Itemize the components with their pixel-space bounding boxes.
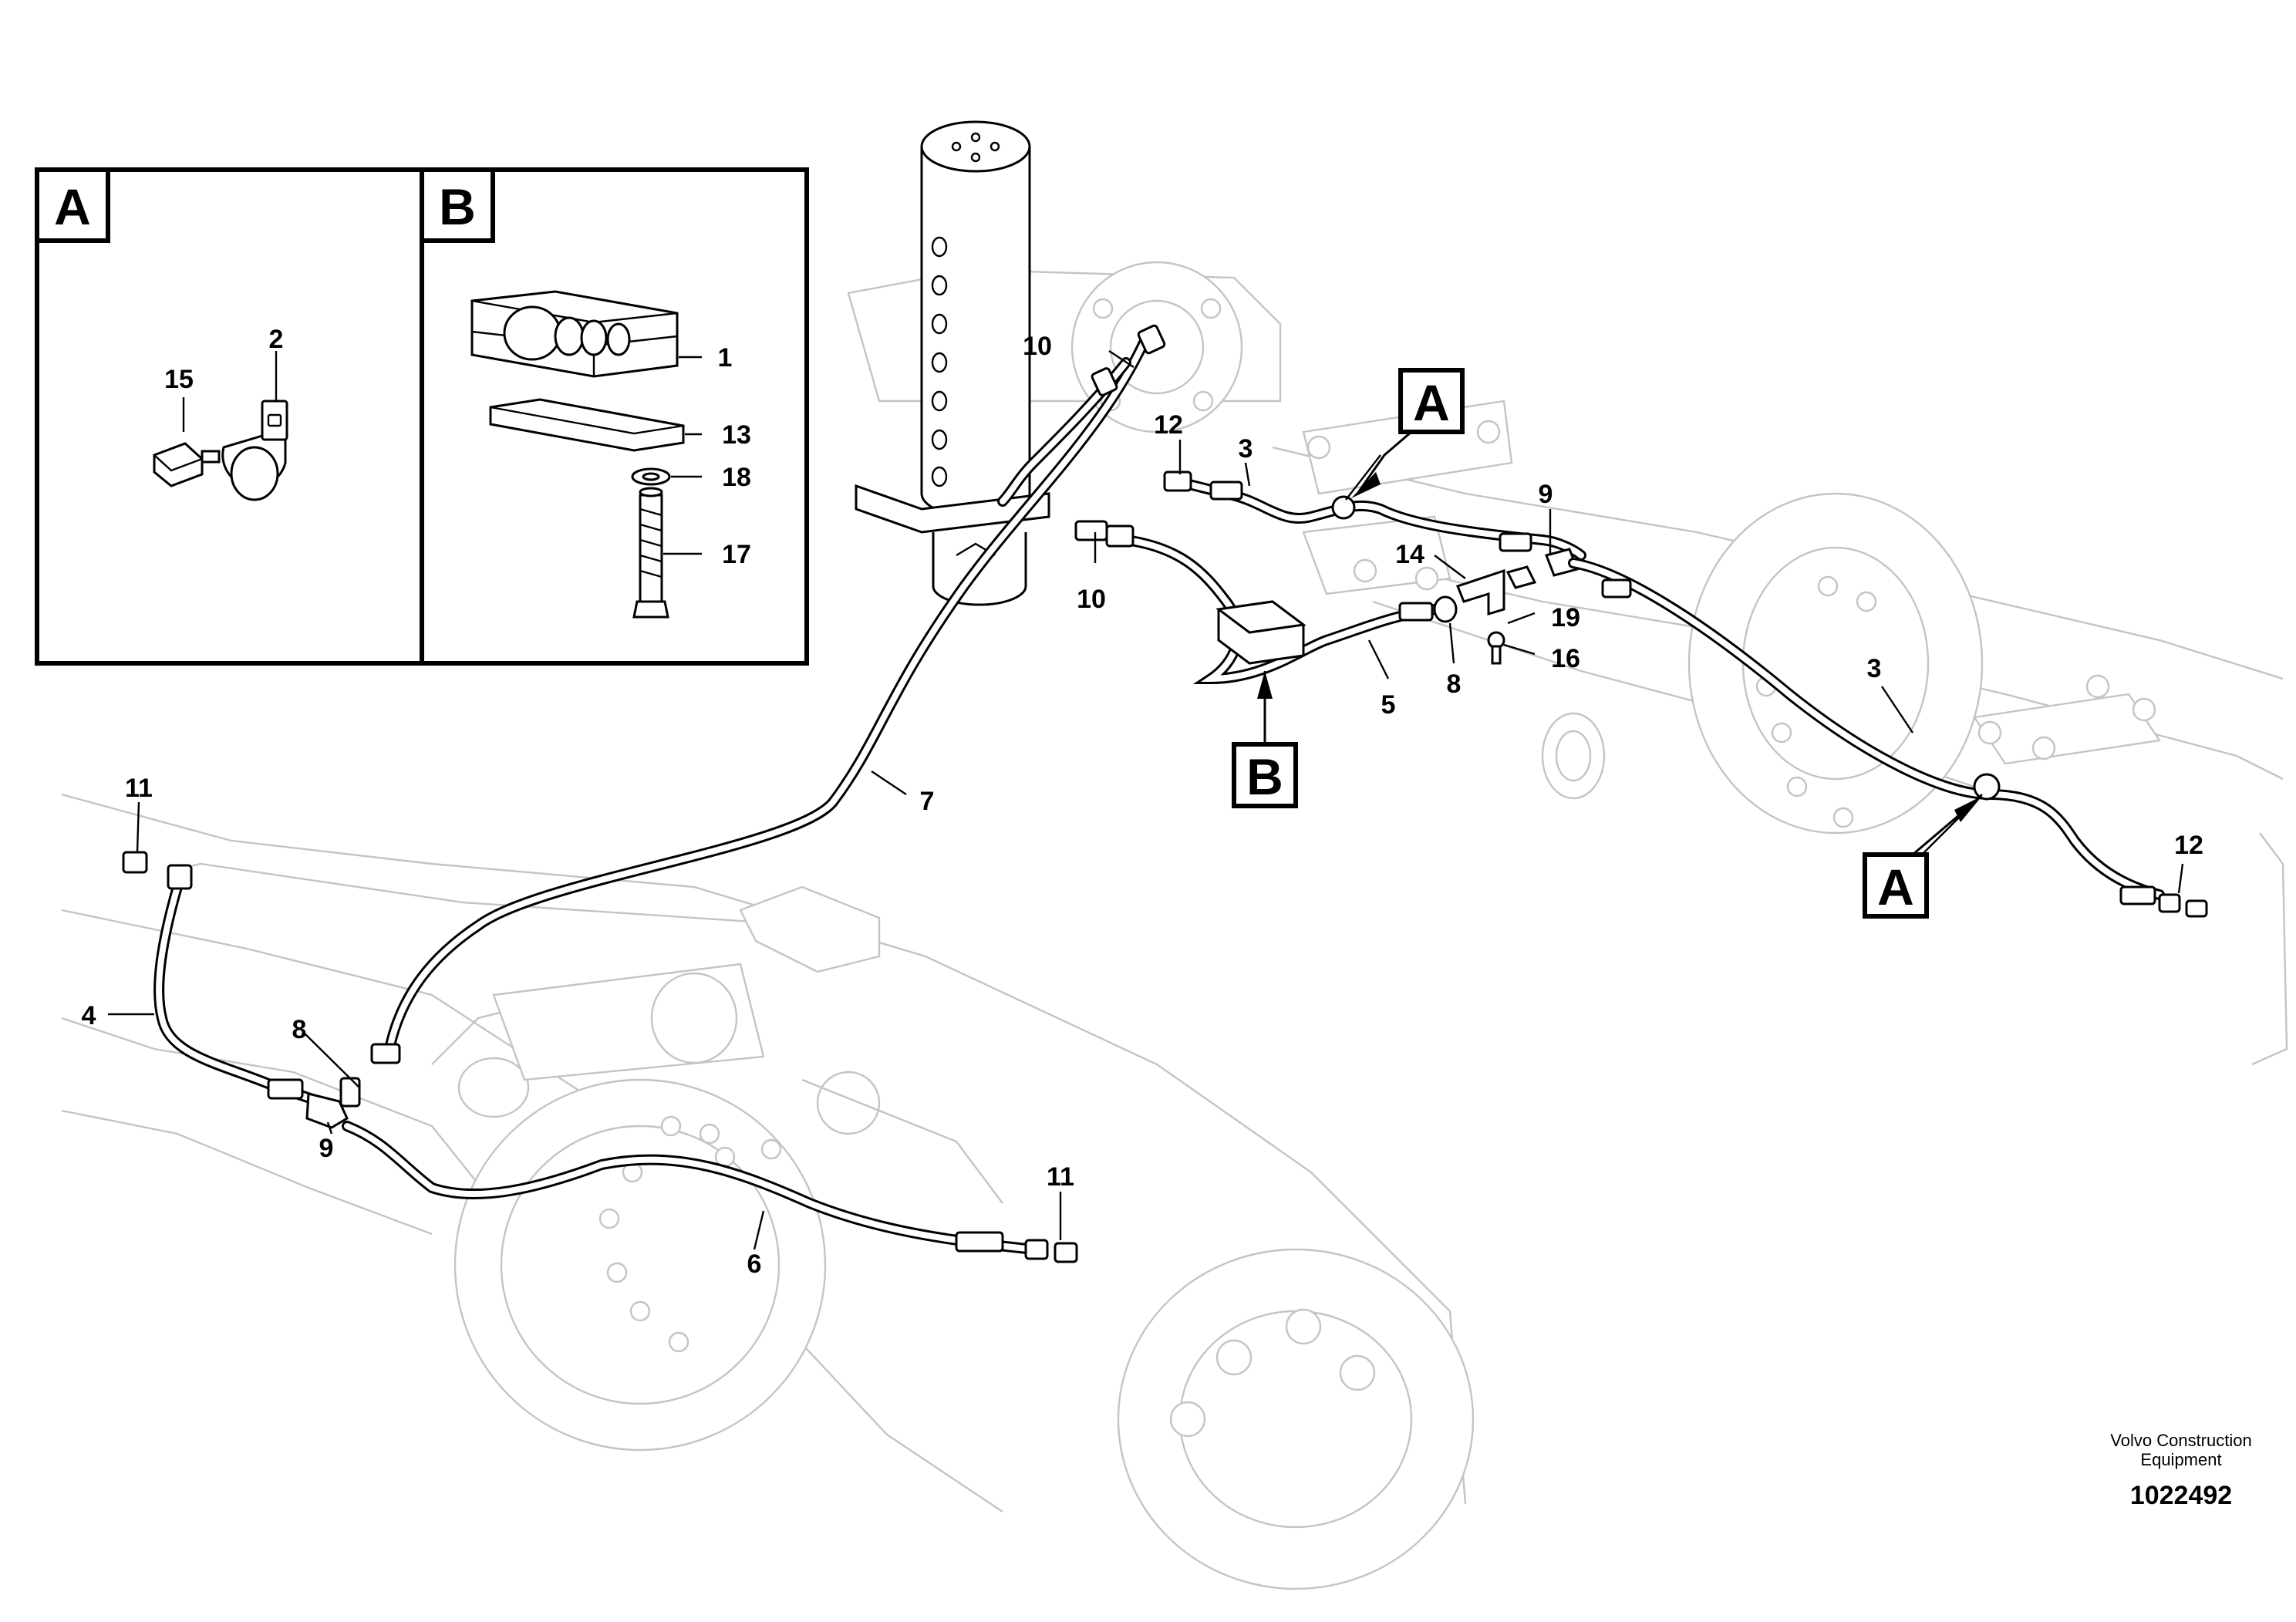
callout-8-right: 8 bbox=[1447, 669, 1462, 699]
callout-9-top: 9 bbox=[1539, 480, 1553, 509]
inset-detail-views: A B bbox=[35, 167, 809, 666]
callout-14: 14 bbox=[1395, 540, 1424, 569]
view-b-marker-label: B bbox=[1246, 748, 1283, 805]
callout-15: 15 bbox=[164, 365, 194, 394]
callout-6: 6 bbox=[747, 1249, 762, 1279]
callout-10-top: 10 bbox=[1023, 332, 1052, 361]
callout-8-left: 8 bbox=[292, 1015, 307, 1044]
callout-3-right: 3 bbox=[1867, 654, 1882, 683]
callout-2: 2 bbox=[269, 325, 284, 354]
callout-4: 4 bbox=[82, 1001, 96, 1030]
callout-1: 1 bbox=[718, 343, 733, 373]
view-a-marker-right bbox=[1863, 852, 1929, 919]
view-a-label: A bbox=[54, 178, 91, 235]
view-a-marker-top-label: A bbox=[1413, 374, 1450, 431]
callout-10-mid: 10 bbox=[1077, 585, 1106, 614]
part-callouts: 10 10 12 3 9 14 19 16 8 5 7 3 12 11 4 8 … bbox=[82, 332, 2203, 1279]
clamp-b-detail bbox=[470, 290, 685, 619]
view-b-tag bbox=[420, 167, 495, 243]
view-markers: A A B bbox=[1232, 368, 1982, 919]
drawing-number: 1022492 bbox=[2130, 1481, 2232, 1510]
callout-18: 18 bbox=[722, 463, 751, 492]
brake-hose-routing bbox=[122, 324, 2208, 1263]
clamp-a-detail bbox=[152, 400, 288, 501]
view-a-marker-right-label: A bbox=[1877, 858, 1914, 916]
callout-12-top: 12 bbox=[1154, 410, 1183, 440]
callout-16: 16 bbox=[1551, 644, 1580, 673]
callout-11-left: 11 bbox=[125, 774, 153, 803]
callout-5: 5 bbox=[1381, 690, 1396, 720]
callout-12-right: 12 bbox=[2174, 831, 2203, 860]
callout-3-top: 3 bbox=[1239, 434, 1253, 464]
view-a-marker-top bbox=[1398, 368, 1465, 434]
callout-13: 13 bbox=[722, 420, 751, 450]
background-axle-assemblies bbox=[61, 261, 2288, 1590]
callout-7: 7 bbox=[920, 787, 935, 816]
callout-19: 19 bbox=[1551, 603, 1580, 632]
title-block: Volvo Construction Equipment 1022492 bbox=[2110, 1431, 2251, 1510]
view-a-tag bbox=[35, 167, 110, 243]
view-b-label: B bbox=[439, 178, 476, 235]
callout-17: 17 bbox=[722, 540, 751, 569]
callout-9-left: 9 bbox=[319, 1134, 334, 1163]
callout-11-bottom: 11 bbox=[1047, 1162, 1074, 1192]
brand-line-2: Equipment bbox=[2140, 1450, 2221, 1469]
brand-line-1: Volvo Construction bbox=[2110, 1431, 2251, 1450]
